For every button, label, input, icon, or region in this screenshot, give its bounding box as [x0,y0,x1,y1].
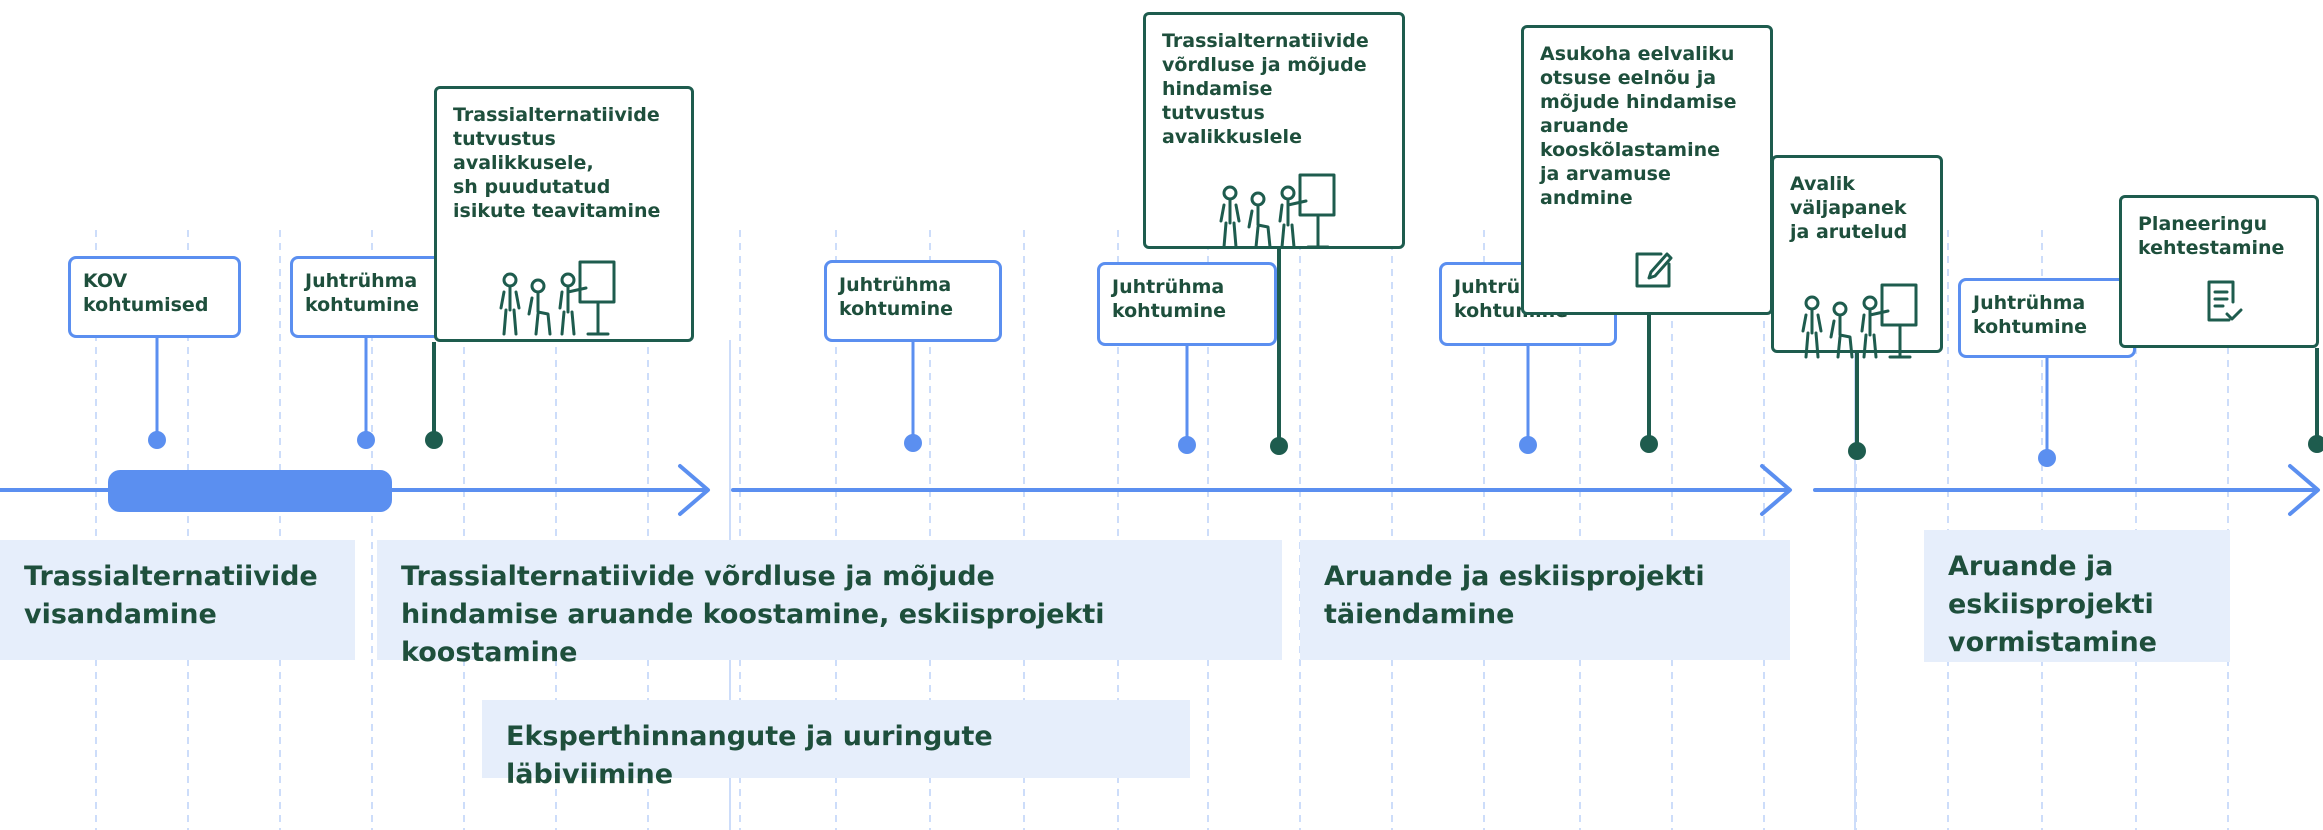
arrow-head [678,464,710,516]
milestone-box: Juhtrühma kohtumine [1097,262,1277,346]
phase-block: Trassialternatiivide visandamine [0,540,355,660]
edit-icon [1633,250,1673,296]
phase-block: Trassialternatiivide võrdluse ja mõjude … [377,540,1282,668]
milestone-box: Avalik väljapanek ja arutelud [1771,155,1943,359]
milestone-dot [1519,436,1537,454]
milestone-dot [148,431,166,449]
presentation-icon [1218,171,1338,257]
current-position-label [108,470,392,512]
phase-block: Aruande ja eskiisprojekti vormistamine [1924,530,2230,662]
milestone-box: KOV kohtumised [68,256,241,338]
milestone-text: Juhtrühma kohtumine [1112,276,1227,322]
milestone-box: Juhtrühma kohtumine [1958,278,2136,358]
milestone-dot [425,431,443,449]
milestone-text: Juhtrühma kohtumine [839,274,954,320]
presentation-icon [498,258,618,344]
milestone-dot [904,434,922,452]
milestone-dot [1848,442,1866,460]
milestone-dot [1178,436,1196,454]
document-check-icon [2203,278,2243,330]
milestone-connectors [148,249,2323,467]
milestone-text: KOV kohtumised [83,270,209,316]
milestone-dot [357,431,375,449]
milestone-box: Juhtrühma kohtumine [290,256,443,338]
arrow-head [1760,464,1792,516]
milestone-text: Juhtrühma kohtumine [1973,292,2088,338]
arrow-head [2288,464,2320,516]
milestone-text: Juhtrühma kohtumine [305,270,420,316]
milestone-dot [2308,435,2323,453]
phase-block: Eksperthinnangute ja uuringute läbiviimi… [482,700,1190,790]
presentation-icon [1800,281,1920,367]
milestone-dot [1270,437,1288,455]
milestone-box: Juhtrühma kohtumine [824,260,1002,342]
milestone-text: Asukoha eelvaliku otsuse eelnõu ja mõjud… [1540,43,1737,209]
milestone-box: Asukoha eelvaliku otsuse eelnõu ja mõjud… [1521,25,1773,315]
milestone-text: Trassialternatiivide tutvustus avalikkus… [453,104,661,222]
milestone-text: Planeeringu kehtestamine [2138,213,2285,259]
phase-block: Aruande ja eskiisprojekti täiendamine [1300,540,1790,660]
milestone-text: Avalik väljapanek ja arutelud [1790,173,1908,243]
milestone-text: Trassialternatiivide võrdluse ja mõjude … [1162,30,1369,148]
milestone-dot [2038,449,2056,467]
milestone-dot [1640,435,1658,453]
milestone-box: Trassialternatiivide tutvustus avalikkus… [434,86,694,342]
milestone-box: Trassialternatiivide võrdluse ja mõjude … [1143,12,1405,249]
milestone-box: Planeeringu kehtestamine [2119,195,2319,348]
